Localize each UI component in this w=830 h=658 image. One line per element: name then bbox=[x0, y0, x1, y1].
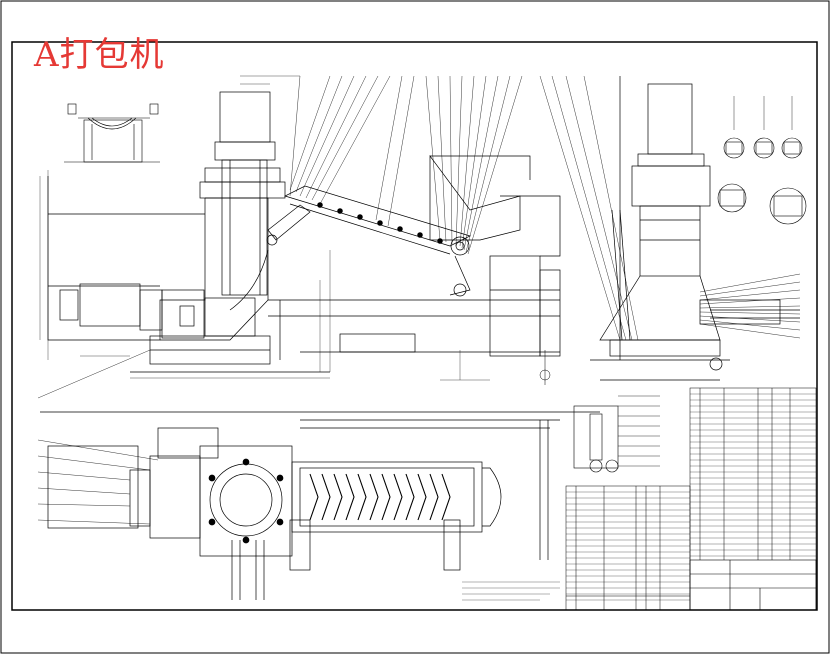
section-detail-middle bbox=[573, 395, 660, 473]
technical-notes bbox=[462, 581, 560, 601]
drawing-title: A打包机 bbox=[34, 35, 165, 75]
main-elevation-left bbox=[47, 91, 560, 373]
side-elevation-right bbox=[590, 76, 800, 381]
inner-frame bbox=[11, 41, 818, 611]
hopper-section bbox=[429, 154, 561, 385]
parts-list-left-rows bbox=[566, 491, 690, 601]
parts-list-right bbox=[689, 387, 817, 611]
top-left-detail-view bbox=[64, 103, 160, 163]
right-leader-lines bbox=[699, 273, 801, 339]
leader-lines-fan bbox=[289, 75, 639, 341]
dimension-lines bbox=[39, 75, 490, 381]
title-block bbox=[566, 559, 817, 611]
detail-views-top-right bbox=[717, 96, 807, 225]
chain-conveyor bbox=[266, 185, 471, 297]
parts-list-left bbox=[565, 485, 691, 611]
plan-view-bottom bbox=[40, 411, 600, 600]
parts-list-right-rows bbox=[690, 393, 816, 557]
bottom-left-leaders bbox=[37, 349, 159, 525]
